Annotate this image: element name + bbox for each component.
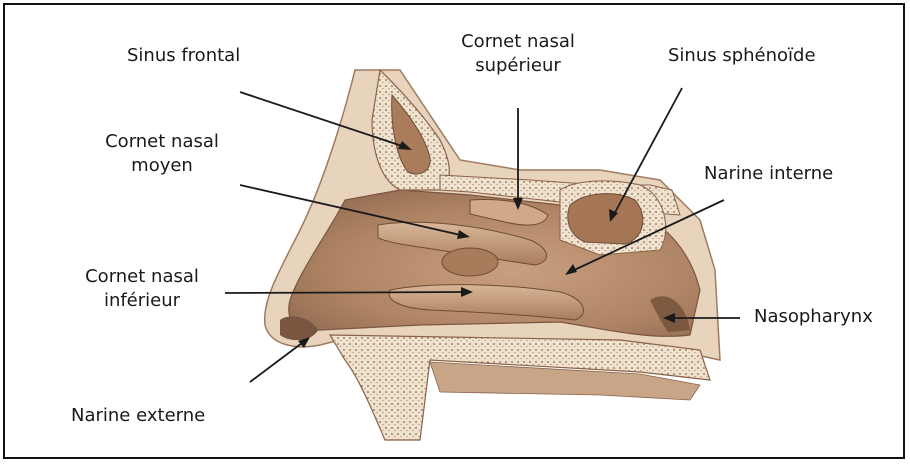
middle-meatus-bulb: [442, 248, 498, 276]
label-cornet-moyen-line1: Cornet nasal: [82, 130, 242, 154]
label-cornet-superieur-line2: supérieur: [438, 54, 598, 78]
sphenoid-sinus: [568, 194, 643, 244]
label-cornet-moyen-line2: moyen: [82, 154, 242, 178]
label-cornet-inferieur: Cornet nasal inférieur: [62, 265, 222, 313]
label-cornet-inferieur-line2: inférieur: [62, 289, 222, 313]
label-narine-interne: Narine interne: [704, 162, 833, 186]
label-cornet-superieur: Cornet nasal supérieur: [438, 30, 598, 78]
label-sinus-frontal: Sinus frontal: [127, 44, 240, 68]
label-narine-externe: Narine externe: [71, 404, 205, 428]
label-nasopharynx: Nasopharynx: [754, 305, 873, 329]
label-cornet-superieur-line1: Cornet nasal: [438, 30, 598, 54]
leader-narine-externe: [250, 340, 306, 382]
label-cornet-inferieur-line1: Cornet nasal: [62, 265, 222, 289]
leader-cornet-inferieur: [225, 292, 468, 293]
label-cornet-moyen: Cornet nasal moyen: [82, 130, 242, 178]
label-sinus-sphenoide: Sinus sphénoïde: [668, 44, 816, 68]
